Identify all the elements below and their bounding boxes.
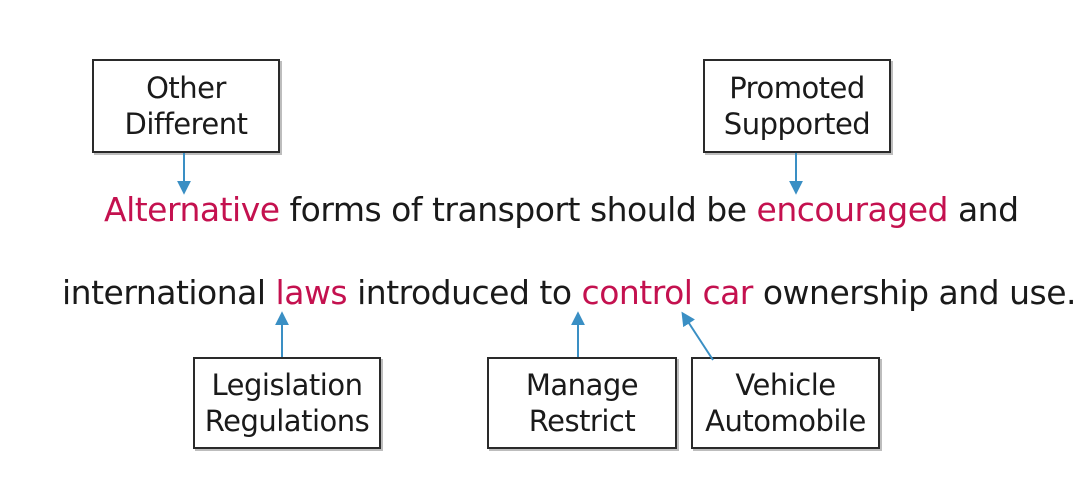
sentence-text: forms of transport should be xyxy=(279,190,757,229)
sentence-text: international xyxy=(62,273,276,312)
sentence-text: and xyxy=(947,190,1019,229)
sentence-text xyxy=(692,273,702,312)
keyword-control: control xyxy=(581,273,693,312)
synonym-box-alternative: Other Different xyxy=(92,59,280,153)
sentence-text: introduced to xyxy=(347,273,582,312)
synonym-other: Other xyxy=(146,71,226,105)
synonym-promoted: Promoted xyxy=(729,71,865,105)
synonym-regulations: Regulations xyxy=(204,404,370,438)
synonym-box-control: Manage Restrict xyxy=(487,357,677,449)
sentence-line-1: Alternative forms of transport should be… xyxy=(104,190,1019,230)
sentence-line-2: international laws introduced to control… xyxy=(62,273,1077,313)
synonym-box-car: Vehicle Automobile xyxy=(691,357,880,449)
keyword-laws: laws xyxy=(275,273,348,312)
keyword-alternative: Alternative xyxy=(104,190,280,229)
synonym-supported: Supported xyxy=(723,107,871,141)
keyword-car: car xyxy=(702,273,753,312)
synonym-vehicle: Vehicle xyxy=(735,368,836,402)
synonym-manage: Manage xyxy=(525,368,639,402)
synonym-box-encouraged: Promoted Supported xyxy=(703,59,891,153)
synonym-legislation: Legislation xyxy=(211,368,363,402)
synonym-different: Different xyxy=(124,107,248,141)
synonym-automobile: Automobile xyxy=(705,404,866,438)
sentence-text: ownership and use. xyxy=(752,273,1077,312)
keyword-encouraged: encouraged xyxy=(756,190,949,229)
arrow-vehicle-to-car xyxy=(681,311,714,361)
synonym-box-laws: Legislation Regulations xyxy=(193,357,381,449)
synonym-restrict: Restrict xyxy=(528,404,636,438)
